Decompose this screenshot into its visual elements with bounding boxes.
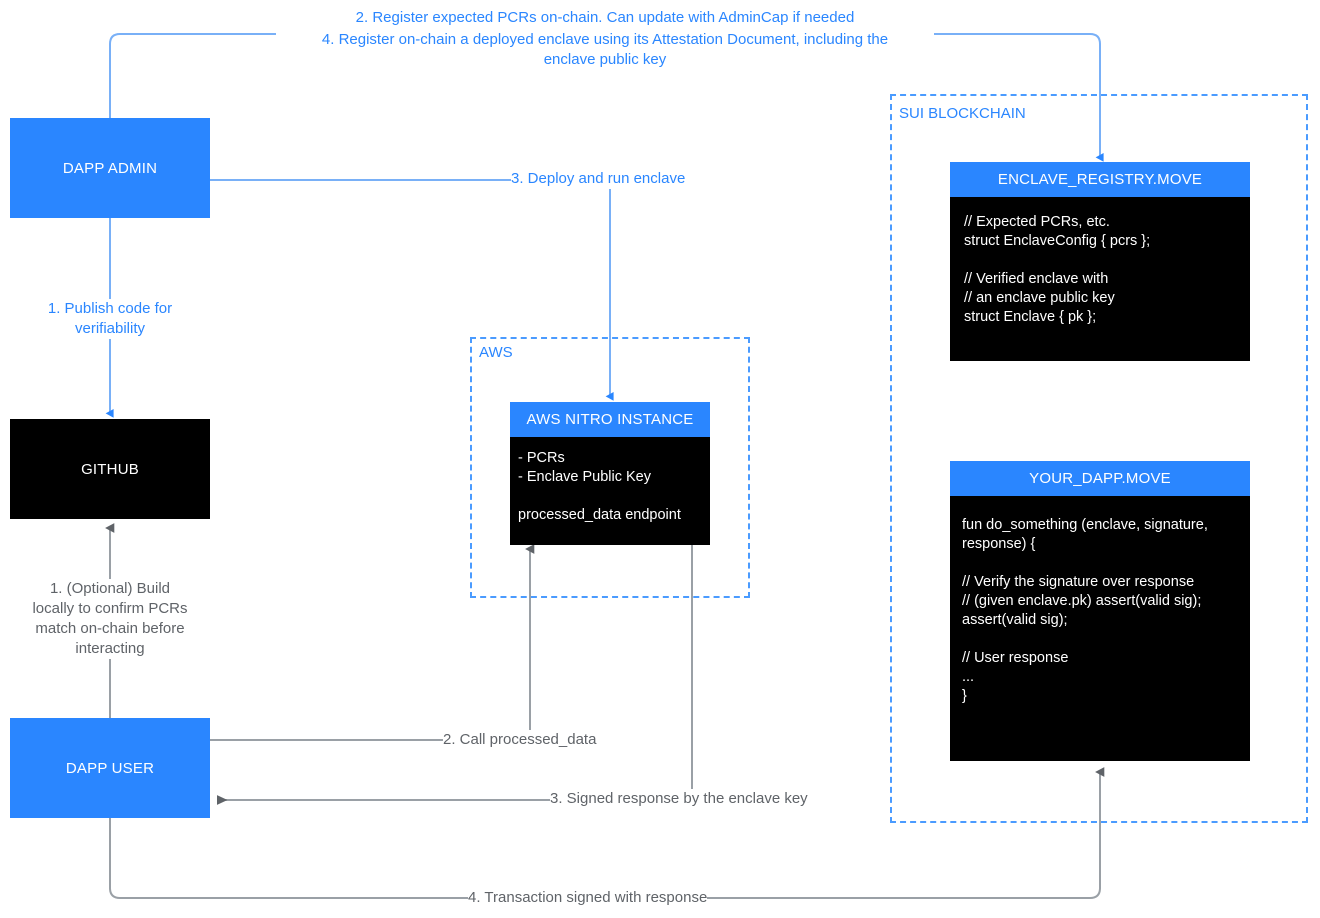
group-aws: [470, 337, 750, 598]
edge-label-build-locally: 1. (Optional) Build locally to confirm P…: [14, 579, 206, 659]
card-aws-nitro-instance[interactable]: AWS NITRO INSTANCE - PCRs - Enclave Publ…: [510, 402, 710, 545]
edge-label-transaction-signed: 4. Transaction signed with response: [468, 888, 708, 908]
edge-label-deploy-enclave: 3. Deploy and run enclave: [511, 169, 686, 189]
card-enclave-registry-move-title: ENCLAVE_REGISTRY.MOVE: [950, 162, 1250, 197]
node-dapp-admin-label: DAPP ADMIN: [62, 159, 158, 177]
node-github[interactable]: GITHUB: [10, 419, 210, 519]
group-aws-label: AWS: [476, 344, 517, 361]
edge-label-register-pcrs: 2. Register expected PCRs on-chain. Can …: [300, 8, 910, 28]
card-enclave-registry-move[interactable]: ENCLAVE_REGISTRY.MOVE // Expected PCRs, …: [950, 162, 1250, 361]
card-your-dapp-move-body: fun do_something (enclave, signature, re…: [950, 496, 1250, 761]
card-enclave-registry-move-body: // Expected PCRs, etc. struct EnclaveCon…: [950, 197, 1250, 361]
group-sui-blockchain: [890, 94, 1308, 823]
node-dapp-user-label: DAPP USER: [65, 759, 155, 777]
edge-label-call-processed-data: 2. Call processed_data: [443, 730, 597, 750]
card-your-dapp-move-title: YOUR_DAPP.MOVE: [950, 461, 1250, 496]
node-github-label: GITHUB: [81, 460, 139, 478]
group-sui-blockchain-label: SUI BLOCKCHAIN: [896, 105, 1030, 122]
node-dapp-user[interactable]: DAPP USER: [10, 718, 210, 818]
edge-label-publish-code: 1. Publish code for verifiability: [22, 299, 198, 339]
edge-label-signed-response: 3. Signed response by the enclave key: [550, 789, 808, 809]
card-aws-nitro-instance-title: AWS NITRO INSTANCE: [510, 402, 710, 437]
card-your-dapp-move[interactable]: YOUR_DAPP.MOVE fun do_something (enclave…: [950, 461, 1250, 761]
edge-label-register-enclave: 4. Register on-chain a deployed enclave …: [276, 30, 934, 70]
card-aws-nitro-instance-body: - PCRs - Enclave Public Key processed_da…: [510, 437, 710, 545]
node-dapp-admin[interactable]: DAPP ADMIN: [10, 118, 210, 218]
